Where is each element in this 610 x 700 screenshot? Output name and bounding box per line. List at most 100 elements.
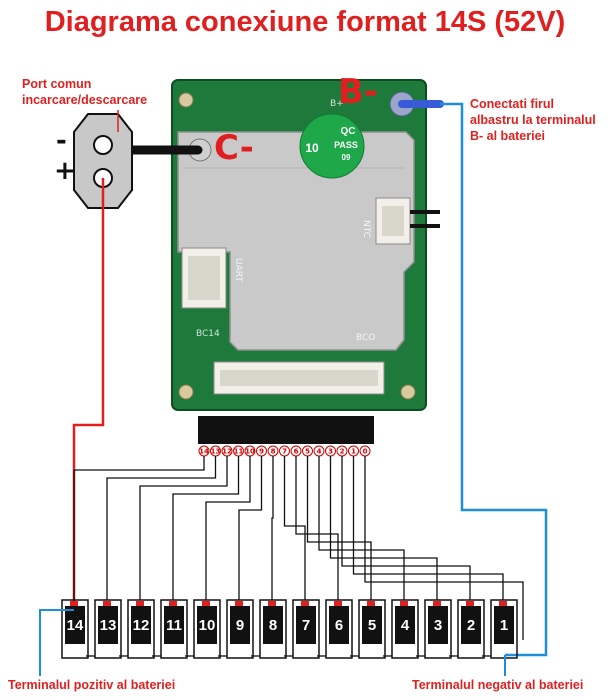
bms-board: QC PASS 09 10 NTC UART BCO BC14 B+	[171, 79, 440, 411]
balance-wire	[283, 456, 306, 600]
balance-wire	[341, 456, 471, 600]
cell-number: 7	[302, 617, 310, 634]
bc14-label: BC14	[196, 329, 220, 339]
stamp-ten: 10	[305, 141, 319, 155]
battery-cell	[362, 606, 382, 644]
red-wire	[72, 178, 105, 610]
connector-pin-label: 10	[245, 448, 255, 456]
battery-cell	[230, 606, 250, 644]
balance-wire	[238, 456, 263, 600]
cell-number: 12	[133, 617, 150, 634]
cell-positive-tab	[202, 601, 210, 607]
connector-pin-label: 12	[222, 448, 232, 456]
mount-hole	[178, 384, 194, 400]
cell-number: 10	[199, 617, 216, 634]
balance-wire	[306, 456, 372, 600]
diagram-title: Diagrama conexiune format 14S (52V)	[44, 6, 566, 38]
cell-positive-tab	[301, 601, 309, 607]
cell-positive-tab	[235, 601, 243, 607]
cell-frame	[391, 599, 419, 659]
cell-number: 1	[500, 617, 508, 634]
cell-number: 4	[401, 617, 410, 634]
battery-cell	[65, 606, 85, 644]
minus-sign: -	[56, 126, 67, 156]
battery-cell	[98, 606, 118, 644]
cell-number: 2	[467, 617, 475, 634]
cell-frame	[160, 599, 188, 659]
balance-wire	[295, 456, 339, 600]
connector-pin-label: 3	[328, 448, 333, 456]
balance-header-block	[198, 416, 374, 444]
cell-positive-tab	[169, 601, 177, 607]
b-plus-label: B+	[330, 99, 344, 109]
cell-frame	[457, 599, 485, 659]
cell-number: 14	[67, 617, 84, 634]
mount-hole	[178, 92, 194, 108]
uart-connector-socket	[188, 256, 220, 300]
cell-frame	[325, 599, 353, 659]
balance-connector-socket	[220, 370, 378, 386]
connector-pin-label: 7	[282, 448, 287, 456]
cell-number: 13	[100, 617, 117, 634]
cell-frame	[61, 599, 89, 659]
cell-positive-tab	[334, 601, 342, 607]
connector-pin-label: 5	[305, 448, 310, 456]
port-negative-hole	[93, 135, 113, 155]
connector-pin-label: 8	[271, 448, 276, 456]
cell-positive-tab	[466, 601, 474, 607]
cell-positive-tab	[103, 601, 111, 607]
battery-cell	[164, 606, 184, 644]
cell-frame	[193, 599, 221, 659]
connector-pin-label: 6	[294, 448, 299, 456]
cell-frame	[292, 599, 320, 659]
stamp-pass: PASS	[334, 140, 358, 150]
cell-positive-tab	[70, 601, 78, 607]
balance-wires	[73, 456, 524, 657]
cell-positive-tab	[367, 601, 375, 607]
cell-frame	[358, 599, 386, 659]
port-label: Port comun incarcare/descarcare	[22, 77, 148, 107]
connector-pin-label: 13	[211, 448, 221, 456]
cell-positive-tab	[433, 601, 441, 607]
blue-wire	[440, 102, 548, 657]
port-body	[73, 113, 133, 209]
negative-terminal-label: Terminalul negativ al bateriei	[412, 678, 584, 692]
balance-wire	[139, 456, 228, 600]
battery-cell	[263, 606, 283, 644]
bco-label: BCO	[356, 333, 375, 343]
blue-wire-label: Conectati firul albastru la terminalul B…	[470, 97, 596, 143]
cell-positive-tab	[400, 601, 408, 607]
cell-frame	[424, 599, 452, 659]
balance-wire	[106, 456, 217, 600]
cell-positive-tab	[499, 601, 507, 607]
battery-cell	[461, 606, 481, 644]
battery-cell	[329, 606, 349, 644]
connector-pin-label: 0	[363, 448, 368, 456]
charge-port	[73, 113, 133, 209]
c-minus-label: C-	[214, 128, 254, 168]
mount-hole	[400, 384, 416, 400]
balance-wire	[318, 456, 405, 600]
uart-label: UART	[233, 258, 243, 282]
cell-frame	[94, 599, 122, 659]
b-minus-label: B-	[338, 72, 379, 112]
plus-sign: +	[54, 156, 76, 186]
battery-cell	[428, 606, 448, 644]
battery-cell	[395, 606, 415, 644]
balance-wire	[364, 456, 524, 640]
ntc-label: NTC	[361, 220, 371, 238]
stamp-qc: QC	[341, 126, 356, 137]
cell-frame	[226, 599, 254, 659]
battery-cell	[494, 606, 514, 644]
connector-pin-label: 2	[340, 448, 345, 456]
positive-leader	[39, 609, 74, 676]
balance-wire	[271, 456, 274, 600]
battery-cell	[131, 606, 151, 644]
ntc-connector-socket	[382, 206, 404, 236]
cell-number: 5	[368, 617, 376, 634]
cell-number: 3	[434, 617, 442, 634]
balance-wire	[172, 456, 240, 600]
battery-cell	[296, 606, 316, 644]
